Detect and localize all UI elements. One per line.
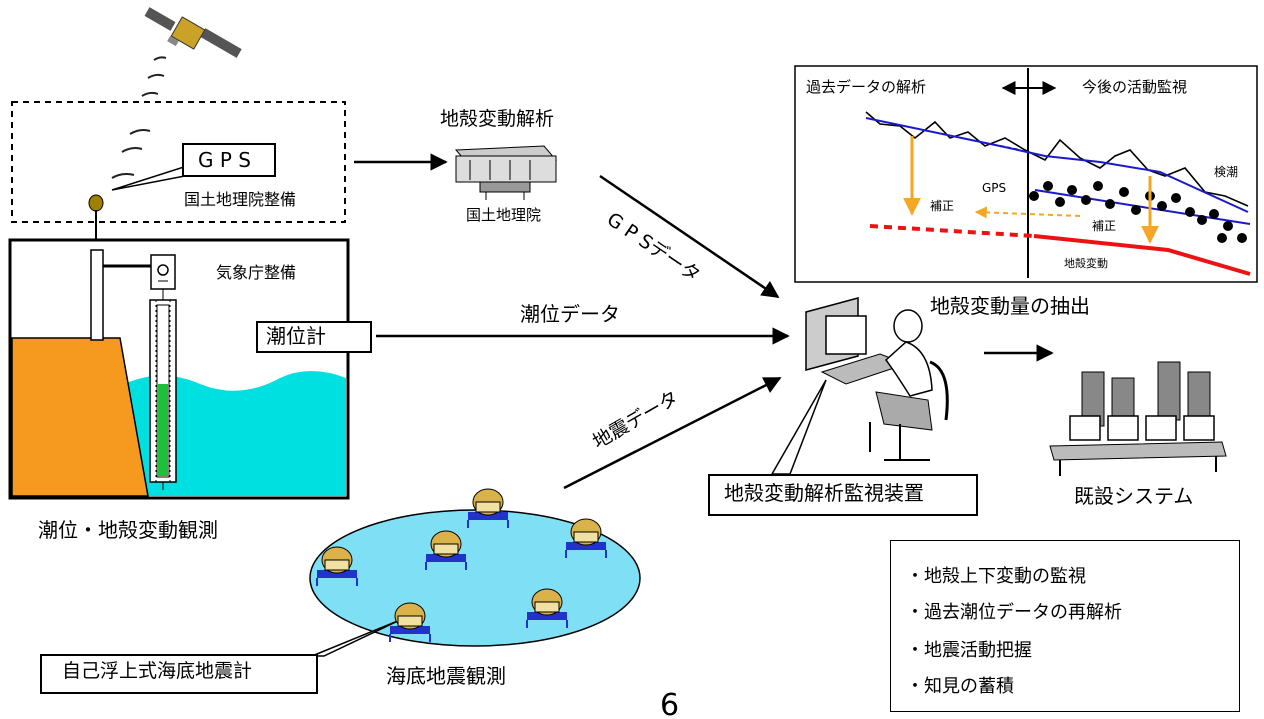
monitor-device-label: 地殻変動解析監視装置 bbox=[724, 481, 924, 505]
seismometer-unit-icon bbox=[467, 488, 509, 528]
gps-dot bbox=[1055, 197, 1065, 207]
seismometer-label: 自己浮上式海底地震計 bbox=[62, 660, 253, 682]
crustal-analysis-label: 地殻変動解析 bbox=[440, 108, 555, 130]
gps-callout-label: G P S bbox=[198, 148, 251, 172]
gps-dot bbox=[1171, 193, 1181, 203]
gps-dot bbox=[1043, 181, 1053, 191]
gps-dot bbox=[1067, 185, 1077, 195]
operator-workstation-icon bbox=[805, 297, 949, 461]
seismometer-unit-icon bbox=[565, 518, 607, 558]
graph-tide-obs-label: 検潮 bbox=[1214, 165, 1239, 179]
gps-dot bbox=[1185, 207, 1195, 217]
quay-wall bbox=[11, 337, 149, 497]
seismometer-unit-icon bbox=[316, 546, 358, 586]
gps-dot bbox=[1105, 199, 1115, 209]
gps-data-arrow bbox=[599, 174, 780, 299]
tide-data-label: 潮位データ bbox=[520, 302, 620, 326]
gsi-area-dashed-box bbox=[11, 101, 346, 223]
satellite-icon bbox=[144, 7, 242, 58]
tide-crustal-obs-label: 潮位・地殻変動観測 bbox=[38, 518, 218, 542]
graph-gps-label: GPS bbox=[982, 181, 1007, 195]
gsi-label: 国土地理院 bbox=[466, 206, 542, 224]
graph-future-monitor-label: 今後の活動監視 bbox=[1082, 78, 1188, 96]
extraction-label: 地殻変動量の抽出 bbox=[930, 294, 1090, 318]
bullet-item: ・過去潮位データの再解析 bbox=[906, 602, 1122, 623]
tide-gauge-callout bbox=[256, 321, 372, 353]
seismometer-unit-icon bbox=[425, 530, 467, 570]
analysis-server-icon bbox=[454, 145, 558, 200]
crustal-red-line bbox=[1033, 234, 1251, 276]
gps-pole bbox=[90, 249, 104, 341]
result-graph bbox=[794, 65, 1258, 283]
graph-crustal-movement-label: 地殻変動 bbox=[1064, 257, 1108, 270]
gps-dot bbox=[1217, 233, 1227, 243]
tide-gauge-icon bbox=[149, 254, 177, 490]
summary-box bbox=[890, 540, 1240, 712]
tide-gauge-label: 潮位計 bbox=[266, 324, 326, 348]
quake-data-arrow bbox=[563, 376, 782, 490]
tide-trend-blue-line bbox=[865, 117, 1249, 213]
gps-callout bbox=[182, 143, 276, 177]
gps-dot bbox=[1081, 195, 1091, 205]
gps-dot bbox=[1119, 187, 1129, 197]
graph-correction-left-label: 補正 bbox=[930, 199, 955, 213]
bullet-item: ・知見の蓄積 bbox=[906, 676, 1014, 697]
gps-dot bbox=[1029, 191, 1039, 201]
monitor-device-callout-pointer bbox=[770, 379, 827, 475]
bullet-item: ・地震活動把握 bbox=[906, 640, 1032, 661]
seismometer-callout-pointer bbox=[311, 619, 401, 657]
gps-dot bbox=[1093, 181, 1103, 191]
existing-system-icon bbox=[1049, 361, 1227, 476]
graph-past-analysis-label: 過去データの解析 bbox=[806, 78, 927, 96]
monitor-device-callout bbox=[708, 474, 978, 516]
seismometer-unit-icon bbox=[526, 588, 568, 628]
bullet-item: ・地殻上下変動の監視 bbox=[906, 566, 1086, 587]
seismometer-group bbox=[316, 488, 607, 642]
gps-signal-icon bbox=[111, 56, 167, 179]
seismometer-callout bbox=[40, 654, 318, 694]
gps-dot bbox=[1223, 221, 1233, 231]
gps-dot bbox=[1157, 201, 1167, 211]
seismometer-unit-icon bbox=[389, 602, 431, 642]
existing-system-label: 既設システム bbox=[1074, 484, 1194, 508]
gps-callout-pointer bbox=[111, 163, 191, 191]
gps-dot bbox=[1237, 233, 1247, 243]
jma-maintained-label: 気象庁整備 bbox=[216, 263, 297, 282]
graph-correction-right-label: 補正 bbox=[1092, 219, 1117, 233]
gps-dot bbox=[1209, 209, 1219, 219]
gps-dots bbox=[1029, 181, 1247, 243]
gps-dot bbox=[1197, 215, 1207, 225]
gsi-maintained-label: 国土地理院整備 bbox=[184, 190, 297, 209]
gps-dot bbox=[1131, 205, 1141, 215]
page-number: 6 bbox=[660, 688, 679, 719]
seafloor-obs-label: 海底地震観測 bbox=[386, 664, 506, 688]
